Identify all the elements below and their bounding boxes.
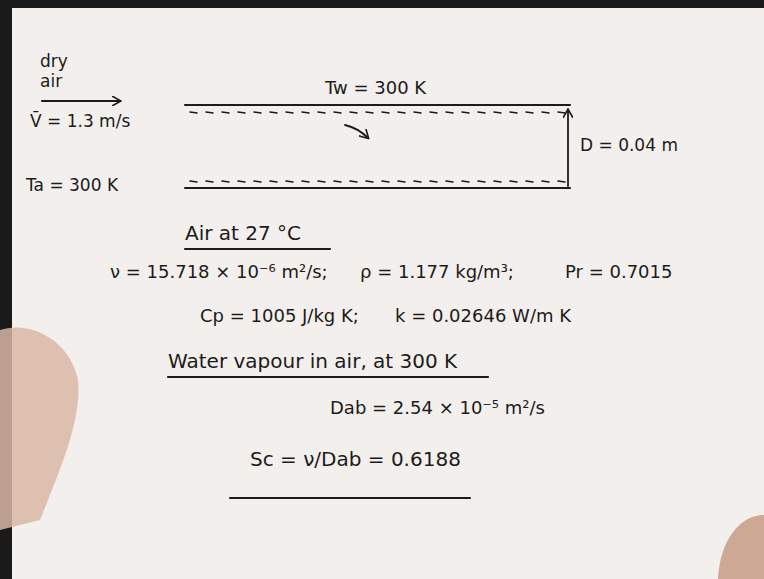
property-value: Pr = 0.7015 (565, 262, 672, 283)
hand (718, 515, 764, 579)
diameter-dimension: D = 0.04 m (580, 136, 678, 156)
tube-wall-top (185, 104, 570, 106)
wet-surface (190, 112, 565, 113)
dimension-arrow (567, 110, 569, 186)
tube-wall-bottom (185, 187, 570, 189)
property-value: k = 0.02646 W/m K (395, 306, 571, 327)
property-value: Cp = 1005 J/kg K; (200, 306, 359, 327)
property-value: Dab = 2.54 × 10⁻⁵ m²/s (330, 398, 545, 419)
section-heading: Air at 27 °C (185, 222, 301, 245)
section-heading: Water vapour in air, at 300 K (168, 350, 457, 373)
heading-underline (185, 248, 330, 250)
flow-arrow (345, 125, 368, 138)
heading-underline (168, 376, 488, 378)
inlet-label: dry air (40, 52, 82, 91)
result-underline (230, 497, 470, 499)
inlet-temperature: Ta = 300 K (26, 176, 118, 196)
wall-temperature: Tw = 300 K (325, 78, 426, 99)
result-value: Sc = ν/Dab = 0.6188 (250, 448, 461, 471)
inlet-arrow (42, 100, 120, 102)
property-value: ν = 15.718 × 10⁻⁶ m²/s; (110, 262, 328, 283)
velocity-label: V̄ = 1.3 m/s (30, 112, 130, 132)
property-value: ρ = 1.177 kg/m³; (360, 262, 514, 283)
hand (0, 327, 78, 530)
wet-surface (190, 181, 565, 182)
